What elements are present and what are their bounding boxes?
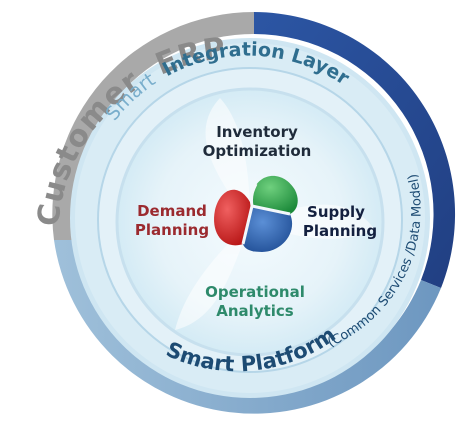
blob-blue-segment xyxy=(243,206,293,252)
module-demand: Demand Planning xyxy=(135,202,209,239)
module-inventory: Inventory Optimization xyxy=(203,123,312,160)
analytics-line1: Operational xyxy=(205,283,305,301)
module-supply: Supply Planning xyxy=(303,203,377,240)
demand-line2: Planning xyxy=(135,221,209,239)
inventory-line2: Optimization xyxy=(203,142,312,160)
inventory-line1: Inventory xyxy=(216,123,298,141)
blob-red-segment xyxy=(214,189,252,246)
supply-line1: Supply xyxy=(307,203,365,221)
outer-ring-navy-segment xyxy=(254,12,456,288)
center-blob xyxy=(214,175,298,252)
blob-dividers xyxy=(241,183,291,245)
blob-green-segment xyxy=(251,175,298,214)
analytics-line2: Analytics xyxy=(216,302,294,320)
module-analytics: Operational Analytics xyxy=(205,283,305,320)
supply-line2: Planning xyxy=(303,222,377,240)
demand-line1: Demand xyxy=(137,202,207,220)
